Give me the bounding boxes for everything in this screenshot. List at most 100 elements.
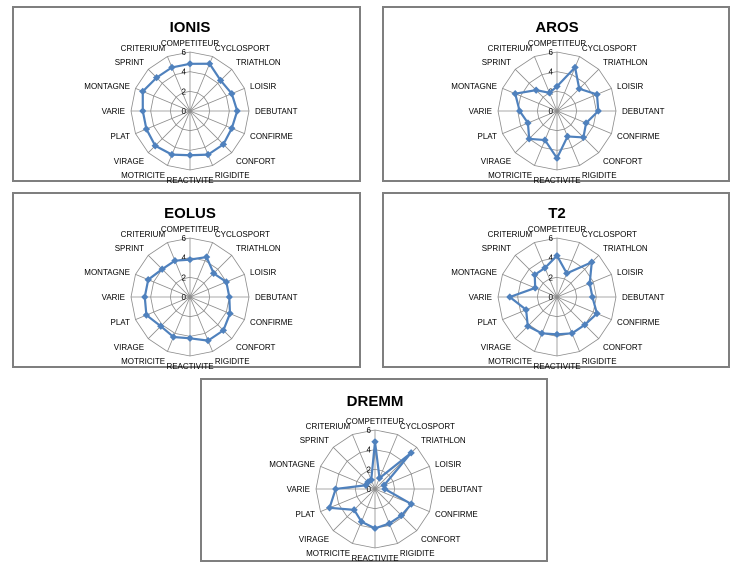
category-label-sprint: SPRINT [482,58,511,67]
grid-spoke [167,296,191,352]
tick-label: 4 [367,446,372,455]
category-label-varie: VARIE [287,485,310,494]
category-label-cyclosport: CYCLOSPORT [215,230,270,239]
data-point-criterium [171,256,179,265]
category-label-loisir: LOISIR [435,460,461,469]
data-point-reactivite [371,524,379,533]
chart-title: T2 [548,205,566,222]
category-label-competiteur: COMPETITEUR [346,417,404,426]
tick-label: 4 [549,68,554,77]
chart-title: EOLUS [164,205,216,222]
grid-spoke [374,488,398,544]
grid-spoke [189,296,233,340]
radar-chart-ionis: IONIS0246COMPETITEURCYCLOSPORTTRIATHLONL… [84,19,297,184]
category-label-confirme: CONFIRME [617,132,660,141]
tick-label: 2 [549,273,554,282]
data-point-montagne [139,87,147,96]
category-label-criterium: CRITERIUM [488,230,533,239]
data-point-triathlon [216,76,225,85]
grid-spoke [556,296,580,352]
data-point-competiteur [371,438,379,446]
tick-label: 4 [182,68,187,77]
category-label-motricite: MOTRICITE [488,171,532,180]
grid-spoke [556,88,612,112]
category-label-montagne: MONTAGNE [269,460,315,469]
category-label-motricite: MOTRICITE [121,171,165,180]
grid-spoke [189,296,245,320]
category-label-varie: VARIE [469,293,492,302]
category-label-sprint: SPRINT [482,244,511,253]
chart-title: IONIS [170,19,211,36]
category-label-cyclosport: CYCLOSPORT [215,44,270,53]
data-point-cyclosport [202,253,211,261]
tick-label: 2 [367,465,372,474]
grid-spoke [135,274,191,298]
category-label-reactivite: REACTIVITE [166,362,213,370]
data-point-virage [151,142,159,150]
grid-spoke [514,110,558,154]
grid-spoke [502,88,558,112]
grid-spoke [556,110,600,154]
grid-spoke [556,296,600,340]
category-label-reactivite: REACTIVITE [351,554,398,563]
category-label-confort: CONFORT [603,343,643,352]
category-label-triathlon: TRIATHLON [603,58,648,67]
data-point-criterium [541,264,549,272]
grid-spoke [189,68,233,112]
category-label-reactivite: REACTIVITE [166,176,213,184]
category-label-confort: CONFORT [421,535,461,544]
category-label-montagne: MONTAGNE [84,82,130,91]
category-label-criterium: CRITERIUM [306,422,351,431]
category-label-virage: VIRAGE [299,535,329,544]
grid-spoke [502,274,558,298]
category-label-debutant: DEBUTANT [440,485,483,494]
category-label-triathlon: TRIATHLON [603,244,648,253]
grid-spoke [556,242,580,298]
tick-label: 0 [367,485,372,494]
data-point-competiteur [186,255,194,264]
data-point-confort [397,511,406,520]
category-label-montagne: MONTAGNE [84,268,130,277]
grid-spoke [352,488,376,544]
category-label-cyclosport: CYCLOSPORT [582,230,637,239]
tick-label: 2 [182,87,187,96]
chart-panel-aros: AROS0246COMPETITEURCYCLOSPORTTRIATHLONLO… [382,6,730,184]
category-label-confirme: CONFIRME [435,510,478,519]
category-label-plat: PLAT [478,132,498,141]
category-label-loisir: LOISIR [617,268,643,277]
data-point-confirme [407,500,416,508]
data-point-cyclosport [571,63,579,72]
category-label-motricite: MOTRICITE [306,549,350,558]
category-label-varie: VARIE [102,293,125,302]
data-point-varie [139,107,147,115]
category-label-virage: VIRAGE [481,343,511,352]
data-point-montagne [531,284,539,292]
category-label-criterium: CRITERIUM [121,230,166,239]
data-point-varie [141,293,149,301]
category-label-triathlon: TRIATHLON [421,436,466,445]
grid-spoke [556,274,612,298]
data-point-motricite [538,329,546,338]
grid-spoke [147,296,191,340]
category-label-criterium: CRITERIUM [488,44,533,53]
tick-label: 6 [549,234,554,243]
data-point-rigidite [385,519,393,528]
category-label-competiteur: COMPETITEUR [528,39,586,48]
grid-spoke [189,242,213,298]
data-point-rigidite [204,336,212,345]
grid-spoke [189,110,233,154]
data-point-confirme [593,309,601,318]
chart-title: DREMM [347,393,404,410]
category-label-virage: VIRAGE [481,157,511,166]
data-point-reactivite [553,330,561,339]
grid-spoke [167,242,191,298]
tick-label: 6 [549,48,554,57]
tick-label: 0 [549,293,554,302]
category-label-montagne: MONTAGNE [451,268,497,277]
grid-spoke [147,254,191,298]
data-point-plat [325,504,334,512]
data-point-loisir [593,90,601,99]
